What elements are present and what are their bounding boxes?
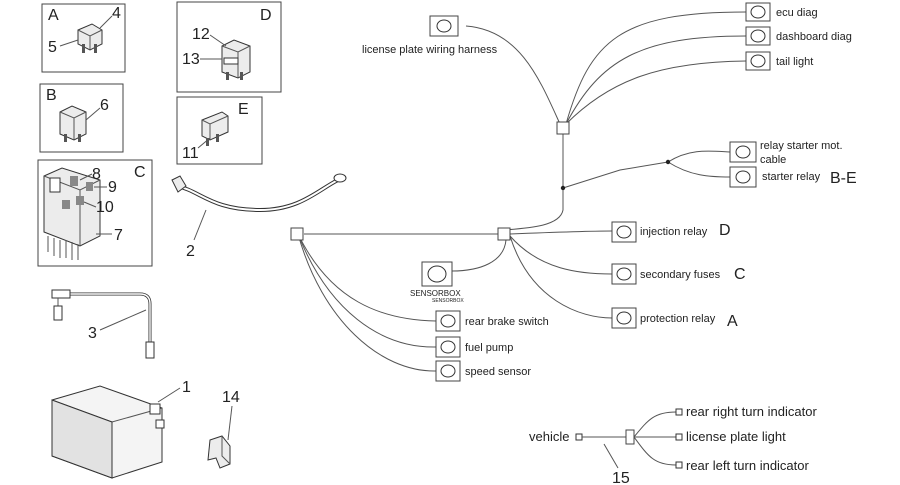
label-sensorbox-2: SENSORBOX — [432, 298, 464, 304]
panel-d-letter: D — [260, 7, 272, 24]
panel-e: E 11 — [176, 96, 263, 165]
relay-small-part — [77, 23, 103, 53]
panel-b-letter: B — [46, 87, 57, 104]
connector-secondary-fuses: secondary fuses C — [611, 263, 746, 285]
ground-cable-part: 2 — [171, 173, 347, 260]
panel-c-letter: C — [134, 164, 146, 181]
panel-e-callout: 11 — [182, 145, 199, 162]
label-license-plate-harness: license plate wiring harness — [362, 44, 498, 56]
panel-c-callout-3: 10 — [96, 199, 114, 216]
connector-injection-relay: injection relay D — [611, 221, 731, 243]
panel-a-letter: A — [48, 7, 59, 24]
panel-b-callout: 6 — [100, 97, 109, 114]
label-starter-relay: starter relay — [762, 171, 821, 183]
panel-c-callout-1: 8 — [92, 166, 101, 183]
battery-part: 1 — [51, 379, 191, 479]
panel-a-callout-1: 4 — [112, 5, 121, 22]
relay-part — [59, 105, 87, 142]
panel-d-callout-1: 12 — [192, 26, 210, 43]
connector-relay-starter-cable: relay starter mot. cable — [729, 140, 843, 166]
left-junction — [290, 227, 304, 241]
label-vehicle: vehicle — [529, 429, 569, 444]
label-relay-starter-2: cable — [760, 154, 786, 166]
label-rear-left-indicator: rear left turn indicator — [686, 458, 810, 473]
upper-junction — [556, 121, 570, 135]
connector-ecu-diag: ecu diag — [745, 2, 818, 22]
panel-b: B 6 — [39, 83, 124, 153]
label-license-plate-light: license plate light — [686, 429, 786, 444]
panel-a: A 4 5 — [41, 3, 126, 73]
rear-loom-callout: 15 — [612, 470, 630, 485]
harness-wires — [297, 11, 747, 372]
connector-starter-relay: starter relay B-E — [729, 166, 857, 188]
connector-protection-relay: protection relay A — [611, 307, 738, 330]
label-tail-light: tail light — [776, 56, 813, 68]
label-starter-relay-ref: B-E — [830, 170, 857, 187]
label-injection-relay: injection relay — [640, 226, 708, 238]
connector-tail-light: tail light — [745, 51, 813, 71]
label-fuel-pump: fuel pump — [465, 342, 513, 354]
right-junction — [497, 227, 511, 241]
label-secondary-fuses: secondary fuses — [640, 269, 721, 281]
panel-d: D 12 13 — [176, 1, 282, 93]
panel-e-letter: E — [238, 101, 249, 118]
battery-callout: 1 — [182, 379, 191, 396]
positive-cable-callout: 3 — [88, 325, 97, 342]
rear-loom: vehicle rear right turn indicator licens… — [529, 404, 817, 485]
panel-c-callout-4: 7 — [114, 227, 123, 244]
label-protection-relay-ref: A — [727, 313, 738, 330]
blade-fuse-part — [201, 111, 229, 146]
panel-c-callout-2: 9 — [108, 179, 117, 196]
panel-c: C 8 9 10 7 — [37, 159, 153, 267]
label-relay-starter-1: relay starter mot. — [760, 140, 843, 152]
label-secondary-fuses-ref: C — [734, 266, 746, 283]
connector-speed-sensor: speed sensor — [435, 360, 531, 382]
label-rear-right-indicator: rear right turn indicator — [686, 404, 817, 419]
label-dashboard-diag: dashboard diag — [776, 31, 852, 43]
connector-dashboard-diag: dashboard diag — [745, 26, 852, 46]
fuse-box-part — [43, 167, 101, 260]
label-speed-sensor: speed sensor — [465, 366, 531, 378]
panel-d-callout-2: 13 — [182, 51, 200, 68]
panel-a-callout-2: 5 — [48, 39, 57, 56]
elbow-part: 14 — [207, 389, 240, 469]
connector-sensorbox: SENSORBOX SENSORBOX — [410, 261, 464, 304]
connector-rear-brake-switch: rear brake switch — [435, 310, 549, 332]
label-rear-brake-switch: rear brake switch — [465, 316, 549, 328]
label-ecu-diag: ecu diag — [776, 7, 818, 19]
connector-fuel-pump: fuel pump — [435, 336, 513, 358]
elbow-callout: 14 — [222, 389, 240, 406]
connector-license-plate: license plate wiring harness — [362, 15, 498, 56]
label-protection-relay: protection relay — [640, 313, 716, 325]
positive-cable-part: 3 — [51, 289, 155, 359]
label-injection-relay-ref: D — [719, 222, 731, 239]
relay-large-part — [221, 39, 251, 80]
ground-cable-callout: 2 — [186, 243, 195, 260]
label-sensorbox-1: SENSORBOX — [410, 289, 461, 298]
